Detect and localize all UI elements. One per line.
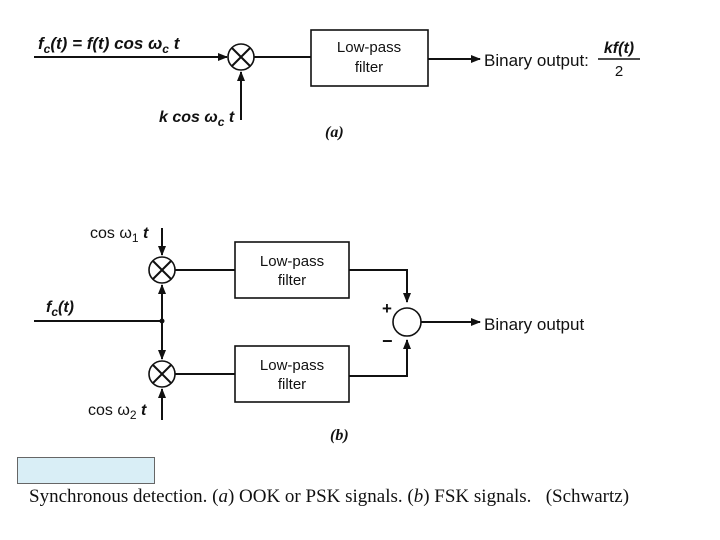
caption-prefix: Synchronous detection. ( — [29, 486, 219, 507]
minus-sign: − — [382, 331, 393, 351]
multiplier-b-bottom — [148, 360, 176, 388]
carrier-label-a: k cos ωc t — [159, 109, 235, 129]
filter-top-to-summer — [349, 269, 411, 303]
output-fraction-num: kf(t) — [604, 40, 634, 57]
input-label-a: fc(t) = f(t) cos ωc t — [38, 34, 181, 56]
filter-a-line2: filter — [355, 59, 383, 76]
caption-mid2: ) FSK signals. — [423, 486, 532, 507]
tag-a: (a) — [325, 124, 344, 141]
multiplier-b-top — [148, 256, 176, 284]
filter-b-bottom-line1: Low-pass — [260, 357, 324, 374]
filter-b-bottom-line2: filter — [278, 376, 306, 393]
filter-bottom-to-summer — [349, 339, 411, 377]
output-label-a: Binary output: — [484, 51, 589, 70]
carrier1-label: cos ω1 t — [90, 225, 149, 245]
output-fraction-den: 2 — [615, 63, 623, 80]
lowpass-filter-b-bottom — [234, 345, 350, 403]
lowpass-filter-b-top — [234, 241, 350, 299]
diagram-b: fc(t) cos ω1 t cos ω2 t — [34, 225, 584, 444]
caption-source: (Schwartz) — [545, 486, 630, 507]
filter-b-top-line1: Low-pass — [260, 253, 324, 270]
carrier2-label: cos ω2 t — [88, 402, 147, 422]
input-label-b: fc(t) — [46, 299, 74, 319]
summer-node — [392, 307, 422, 337]
caption-mid1: ) OOK or PSK signals. ( — [227, 486, 414, 507]
diagram-a: fc(t) = f(t) cos ωc t k cos ωc t Low-pas… — [34, 29, 640, 141]
lowpass-filter-a — [310, 29, 429, 87]
filter-b-top-line2: filter — [278, 272, 306, 289]
caption-a: a — [218, 486, 228, 507]
tag-b: (b) — [330, 427, 349, 444]
multiplier-a — [227, 43, 255, 71]
output-label-b: Binary output — [484, 315, 584, 334]
plus-sign: + — [382, 299, 392, 318]
figure-caption: Synchronous detection. (a) OOK or PSK si… — [29, 486, 629, 508]
highlight-box — [17, 457, 155, 484]
filter-a-line1: Low-pass — [337, 39, 401, 56]
caption-b: b — [413, 486, 424, 507]
